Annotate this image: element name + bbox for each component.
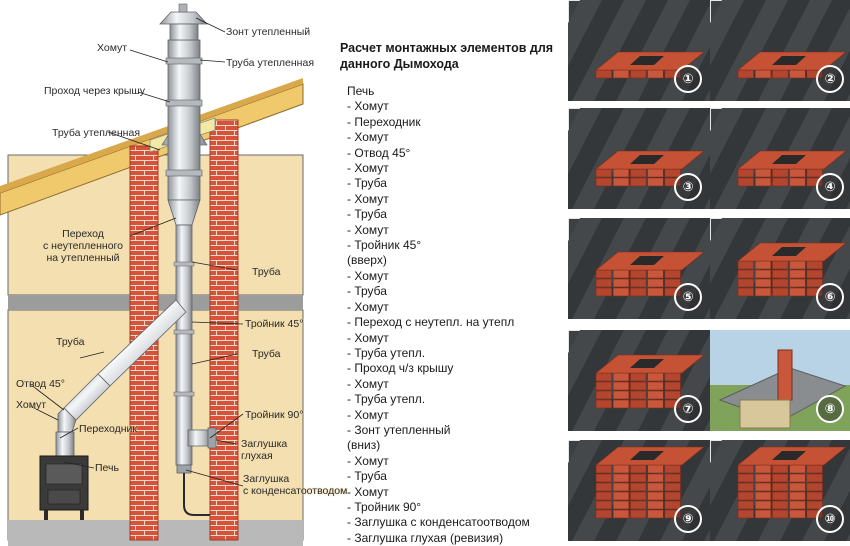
calc-item: Печь — [347, 84, 375, 98]
calc-item: - Переход с неутепл. на утепл — [347, 315, 515, 330]
label-zaglushka-kond-line2: с конденсатоотводом — [243, 485, 348, 497]
calc-item: - Проход ч/з крышу — [347, 361, 454, 376]
calc-item: - Труба — [347, 469, 387, 484]
step-tile-6: ⑥ — [710, 218, 850, 319]
step-tile-3: ③ — [568, 108, 710, 209]
label-pech: Печь — [95, 462, 119, 474]
roof-top — [0, 78, 303, 193]
condensate-plug — [176, 464, 192, 474]
step-number-badge: ⑨ — [674, 505, 702, 533]
step-number-badge: ⑧ — [816, 395, 844, 423]
label-zaglushka: Заглушка глухая — [241, 438, 287, 462]
label-perekhod-line3: на утепленный — [46, 252, 120, 264]
step-tile-5: ⑤ — [568, 218, 710, 319]
calc-item: (вниз) — [347, 438, 381, 453]
calc-title: Расчет монтажных элементов для данного Д… — [340, 41, 554, 71]
label-zaglushka-kond: Заглушка с конденсатоотводом — [243, 473, 347, 497]
label-truba-utep: Труба утепленная — [52, 127, 140, 139]
calc-item: - Переходник — [347, 114, 421, 129]
label-truba-left: Труба — [56, 336, 85, 348]
label-prokhod: Проход через крышу — [44, 85, 146, 97]
calc-item: - Хомут — [347, 222, 389, 237]
calc-item: - Отвод 45° — [347, 145, 411, 160]
calc-item: - Хомут — [347, 299, 389, 314]
calc-item: - Хомут — [347, 376, 389, 391]
calc-item: - Заглушка с конденсатоотводом — [347, 515, 530, 530]
calc-item: - Труба — [347, 176, 387, 191]
calc-item: - Хомут — [347, 484, 389, 499]
calc-item: - Тройник 45° — [347, 238, 422, 253]
calc-item: (вверх) — [347, 253, 387, 268]
condensate-hose — [183, 473, 210, 516]
chimney-diagram — [0, 3, 304, 546]
calc-item: - Труба — [347, 284, 387, 299]
tee-90 — [187, 429, 211, 447]
step-tile-9: ⑨ — [568, 440, 710, 541]
calc-item: - Труба утепл. — [347, 392, 426, 407]
label-khomut-left: Хомут — [16, 399, 47, 411]
label-truba-top: Труба утепленная — [226, 57, 314, 69]
brick-column-right — [209, 119, 239, 541]
pipe-uninsulated — [175, 224, 193, 466]
calc-item: - Хомут — [347, 330, 389, 345]
step-tile-8: ⑧ — [710, 330, 850, 431]
step-tile-7: ⑦ — [568, 330, 710, 431]
step-number-badge: ① — [674, 65, 702, 93]
label-truba-r1: Труба — [252, 266, 281, 278]
step-number-badge: ⑦ — [674, 395, 702, 423]
label-troinik45: Тройник 45° — [245, 318, 304, 330]
calc-item: - Зонт утепленный — [347, 422, 451, 437]
label-zaglushka-kond-line1: Заглушка — [243, 473, 290, 485]
blind-plug — [207, 427, 217, 449]
calc-item: - Хомут — [347, 130, 389, 145]
calc-item: - Заглушка глухая (ревизия) — [347, 530, 504, 545]
step-number-badge: ③ — [674, 173, 702, 201]
label-perekhod: Переход с неутепленного на утепленный — [40, 228, 126, 264]
step-number-badge: ⑩ — [816, 505, 844, 533]
step-number-badge: ④ — [816, 173, 844, 201]
calc-item: - Хомут — [347, 407, 389, 422]
step-number-badge: ② — [816, 65, 844, 93]
step-tile-10: ⑩ — [710, 440, 850, 541]
label-perekhodnik: Переходник — [79, 423, 137, 435]
label-troinik90: Тройник 90° — [245, 409, 304, 421]
calc-list: Печь- Хомут- Переходник- Хомут- Отвод 45… — [347, 84, 530, 546]
calc-item: - Хомут — [347, 191, 389, 206]
calc-item: - Хомут — [347, 161, 389, 176]
calc-item: - Труба утепл. — [347, 345, 426, 360]
label-khomut-top: Хомут — [97, 42, 128, 54]
step-tile-4: ④ — [710, 108, 850, 209]
label-perekhod-line1: Переход — [62, 228, 104, 240]
calc-item: - Труба — [347, 207, 387, 222]
calc-item: - Тройник 90° — [347, 499, 422, 514]
step-number-badge: ⑥ — [816, 283, 844, 311]
step-number-badge: ⑤ — [674, 283, 702, 311]
label-zaglushka-line2: глухая — [241, 450, 273, 462]
label-truba-r2: Труба — [252, 348, 281, 360]
step-tile-2: ② — [710, 0, 850, 101]
calc-item: - Хомут — [347, 268, 389, 283]
label-perekhod-line2: с неутепленного — [43, 240, 123, 252]
label-otvod45: Отвод 45° — [16, 378, 65, 390]
step-tile-1: ① — [568, 0, 710, 101]
label-zont: Зонт утепленный — [226, 26, 311, 38]
insulated-cap — [159, 11, 208, 25]
calc-item: - Хомут — [347, 99, 389, 114]
label-zaglushka-line1: Заглушка — [241, 438, 288, 450]
calc-item: - Хомут — [347, 453, 389, 468]
